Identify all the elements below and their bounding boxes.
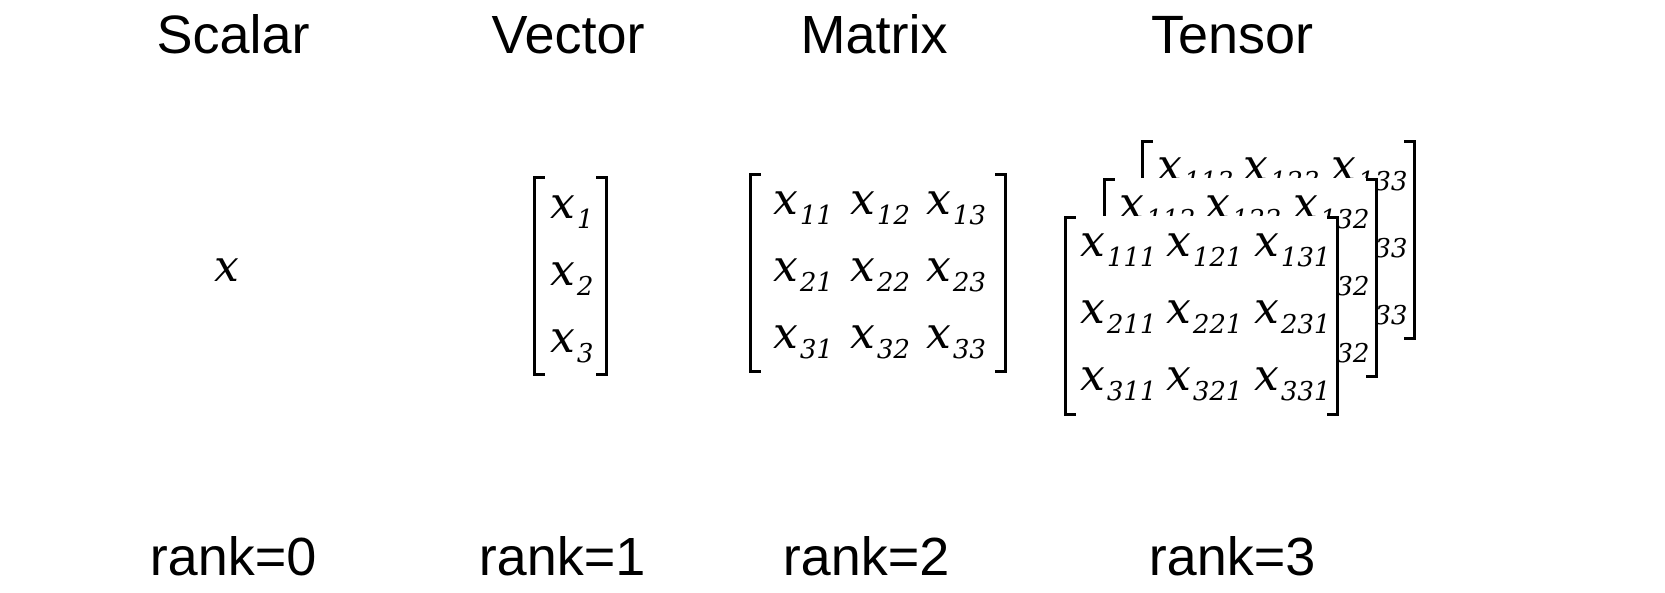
matrix-entry: x13	[926, 174, 986, 231]
matrix-entry: x23	[926, 241, 986, 298]
matrix-right-bracket	[995, 173, 1007, 373]
tensor-entry: x311	[1080, 350, 1157, 407]
tensor-entry: x111	[1080, 216, 1157, 273]
matrix-entry: x32	[850, 308, 910, 365]
tensor-layer-right-bracket	[1404, 140, 1416, 340]
rank-matrix: rank=2	[782, 527, 950, 587]
tensor-entry: x211	[1080, 283, 1157, 340]
matrix-entry: x11	[773, 174, 833, 231]
tensor-entry: x331	[1254, 350, 1331, 407]
tensor-layer-right-bracket	[1327, 216, 1339, 416]
title-scalar: Scalar	[156, 5, 310, 65]
matrix-left-bracket	[749, 173, 761, 373]
tensor-layer-right-bracket	[1366, 178, 1378, 378]
scalar-x: x	[214, 241, 239, 292]
rank-scalar: rank=0	[149, 527, 317, 587]
vector-left-bracket	[533, 176, 545, 376]
matrix-entry: x31	[773, 308, 833, 365]
vector-entry: x2	[550, 245, 594, 302]
tensor-entry: x121	[1166, 216, 1243, 273]
tensor-entry: x231	[1254, 283, 1331, 340]
rank-tensor: rank=3	[1148, 527, 1316, 587]
tensor-entry: x131	[1254, 216, 1331, 273]
matrix-entry: x22	[850, 241, 910, 298]
matrix-entry: x21	[773, 241, 833, 298]
title-vector: Vector	[491, 5, 645, 65]
tensor-layer-left-bracket	[1064, 216, 1076, 416]
tensor-entry: x221	[1166, 283, 1243, 340]
title-matrix: Matrix	[800, 5, 948, 65]
rank-vector: rank=1	[478, 527, 646, 587]
vector-entry: x1	[550, 178, 594, 235]
matrix-entry: x12	[850, 174, 910, 231]
vector-entry: x3	[550, 312, 594, 369]
tensor-layer	[1064, 216, 1339, 416]
title-tensor: Tensor	[1150, 5, 1314, 65]
matrix-entry: x33	[926, 308, 986, 365]
vector-right-bracket	[596, 176, 608, 376]
tensor-entry: x321	[1166, 350, 1243, 407]
